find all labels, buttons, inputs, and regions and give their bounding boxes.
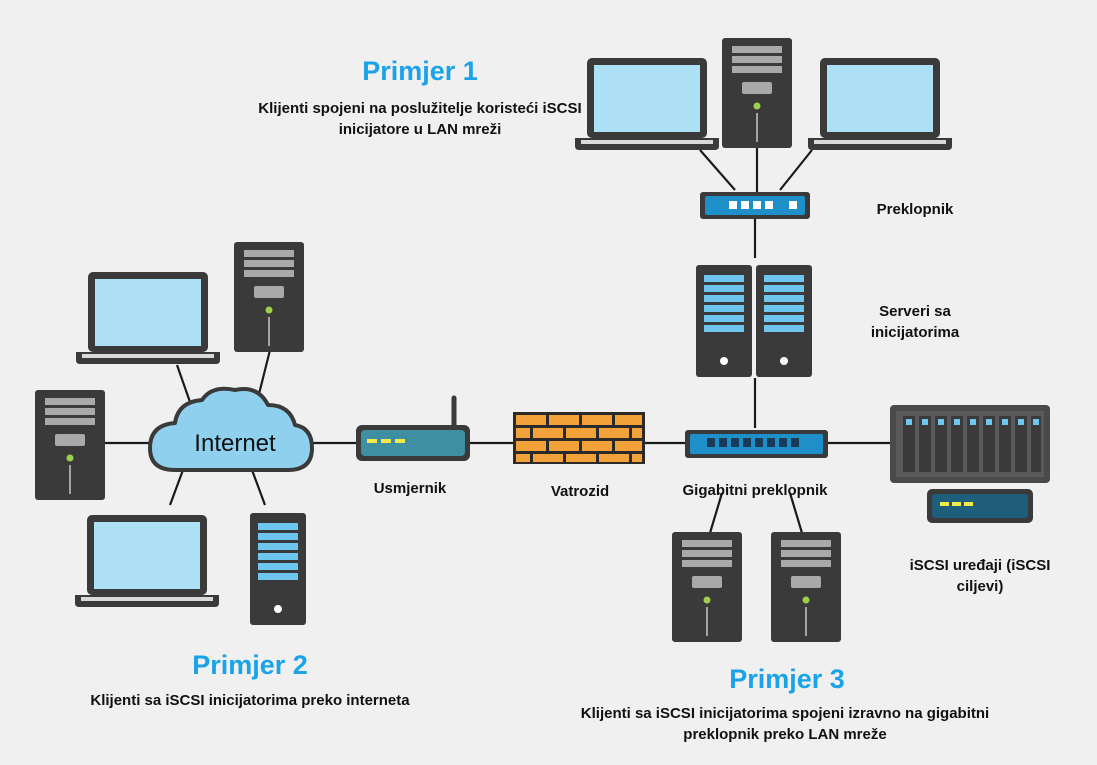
example2-title: Primjer 2 — [192, 650, 308, 680]
desktop-tower-icon — [671, 531, 743, 643]
connection-lines — [105, 140, 890, 534]
example1-description: Klijenti spojeni na poslužitelje koriste… — [258, 100, 582, 138]
example3-title: Primjer 3 — [729, 664, 845, 694]
laptop-icon — [575, 58, 719, 150]
server-icon — [756, 265, 812, 377]
firewall-icon — [513, 412, 645, 464]
server-icon — [696, 265, 752, 377]
router-label: Usmjernik — [373, 480, 447, 497]
laptop-icon — [75, 515, 219, 607]
storage-box-icon — [927, 489, 1033, 523]
router-icon — [356, 395, 470, 461]
iscsi-devices-label: iSCSI uređaji (iSCSI ciljevi) — [909, 557, 1051, 595]
laptop-icon — [808, 58, 952, 150]
desktop-tower-icon — [721, 37, 793, 149]
example3-description: Klijenti sa iSCSI inicijatorima spojeni … — [580, 705, 990, 743]
switch-icon — [700, 192, 810, 219]
internet-label: Internet — [194, 430, 276, 457]
cloud-icon — [148, 386, 314, 472]
switch-label: Preklopnik — [876, 201, 954, 218]
servers-label: Serveri sa inicijatorima — [870, 303, 960, 341]
gigabit-switch-label: Gigabitni preklopnik — [682, 482, 828, 499]
server-icon — [250, 513, 306, 625]
storage-array-icon — [890, 405, 1050, 483]
desktop-tower-icon — [233, 241, 305, 353]
laptop-icon — [76, 272, 220, 364]
example2-description: Klijenti sa iSCSI inicijatorima preko in… — [90, 692, 410, 709]
desktop-tower-icon — [770, 531, 842, 643]
gigabit-switch-icon — [685, 430, 828, 458]
firewall-label: Vatrozid — [550, 483, 610, 500]
example1-title: Primjer 1 — [362, 56, 478, 86]
desktop-tower-icon — [34, 389, 106, 501]
